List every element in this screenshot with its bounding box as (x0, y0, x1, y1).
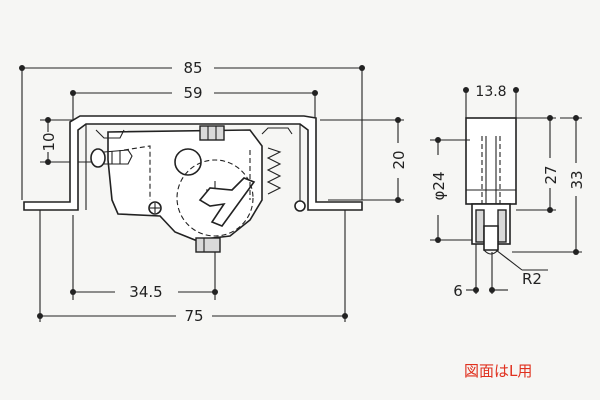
side-body (465, 117, 517, 255)
dim-overall-width: 85 (19, 59, 365, 200)
bracket-outline (23, 115, 363, 211)
dim-27-label: 27 (542, 165, 560, 184)
mechanism-body (90, 125, 306, 253)
dim-59-label: 59 (183, 84, 202, 102)
dim-radius: R2 (495, 249, 548, 288)
dim-34-5-label: 34.5 (129, 283, 162, 301)
dim-r2-label: R2 (522, 270, 542, 288)
dim-75-label: 75 (184, 307, 203, 325)
dim-bottom-offset: 6 (453, 244, 508, 300)
dim-33-label: 33 (568, 170, 586, 189)
dim-mid-height: 27 (516, 115, 560, 213)
dim-right-height: 20 (320, 117, 408, 203)
dim-phi24-label: φ24 (430, 172, 448, 201)
side-view: 13.8 φ24 (430, 84, 586, 300)
dim-wheel-diameter: φ24 (430, 137, 472, 243)
dim-top-width: 13.8 (463, 84, 519, 118)
front-view: 85 59 10 (19, 59, 408, 325)
dim-13-8-label: 13.8 (475, 84, 506, 100)
dim-total-height: 33 (512, 115, 586, 255)
dim-bottom-width: 75 (37, 210, 348, 325)
dim-85-label: 85 (183, 59, 202, 77)
drawing-note: 図面はL用 (464, 362, 532, 380)
dim-20-label: 20 (390, 150, 408, 169)
dim-10-label: 10 (40, 132, 58, 151)
dim-6-label: 6 (453, 282, 463, 300)
dim-inner-width: 59 (70, 84, 318, 128)
